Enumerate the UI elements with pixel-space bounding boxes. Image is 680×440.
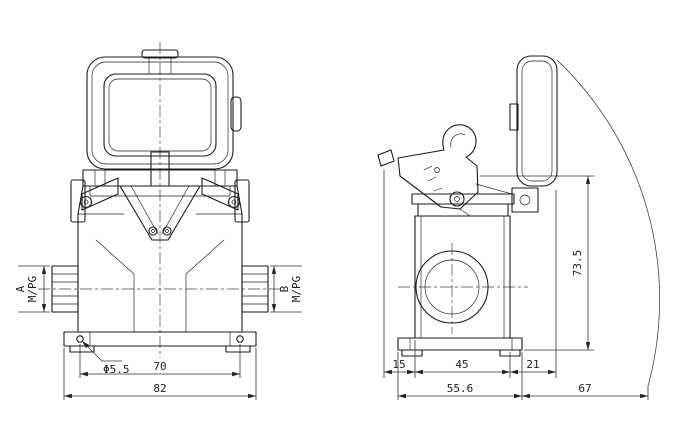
open-cover-outline bbox=[516, 55, 558, 187]
right-gland-threads bbox=[241, 273, 269, 305]
right-lever-screw-center bbox=[231, 199, 237, 205]
center-wedge bbox=[119, 185, 201, 241]
wedge-screw-left-center bbox=[151, 229, 155, 233]
lever-engraving-marks bbox=[423, 165, 443, 192]
center-wedge-lines bbox=[130, 185, 190, 235]
port-a-label: A bbox=[14, 285, 27, 292]
bottom-row2-extensions bbox=[397, 352, 649, 400]
right-gland bbox=[241, 265, 269, 313]
flange-width-label: 82 bbox=[153, 382, 166, 395]
body-width-label: 45 bbox=[455, 358, 468, 371]
lever-offset-label: 15 bbox=[392, 358, 405, 371]
left-lever-screw-center bbox=[83, 199, 89, 205]
wedge-screw-left bbox=[148, 226, 158, 236]
lever-hook bbox=[442, 124, 477, 158]
side-gland-outer-circle bbox=[415, 250, 489, 324]
lever-handle-tip bbox=[377, 149, 395, 167]
height-label: 73.5 bbox=[571, 250, 584, 277]
side-view: 73.5 15 45 21 55.6 67 bbox=[377, 55, 660, 400]
front-cover-frame bbox=[86, 49, 242, 170]
side-locking-lever bbox=[377, 124, 513, 217]
side-open-cover bbox=[509, 55, 558, 213]
port-b-dim bbox=[270, 265, 302, 313]
front-housing-body bbox=[51, 185, 269, 353]
side-flange-inner-lines bbox=[409, 337, 513, 351]
flange-inner-lines bbox=[89, 331, 231, 347]
side-dimensions: 73.5 15 45 21 55.6 67 bbox=[383, 170, 649, 400]
lever-pivot bbox=[449, 191, 465, 207]
lever-link-lines bbox=[459, 183, 513, 217]
front-view: A M/PG B M/PG Φ5.5 70 82 bbox=[14, 42, 303, 400]
open-cover-inner-line bbox=[521, 60, 553, 182]
base-flange bbox=[63, 331, 257, 347]
cover-side-knuckle bbox=[230, 96, 242, 132]
cover-top-clip bbox=[148, 57, 172, 75]
side-base-flange bbox=[397, 337, 523, 351]
cover-swing-arc bbox=[556, 59, 660, 387]
wedge-screw-right bbox=[162, 226, 172, 236]
hole-dia-leader bbox=[81, 340, 122, 362]
cover-hinge-knuckle bbox=[511, 187, 539, 213]
left-gland-threads bbox=[51, 273, 79, 305]
side-housing-body bbox=[397, 193, 523, 357]
side-gland-inner-circle bbox=[424, 259, 480, 315]
lever-hook-inner bbox=[450, 133, 466, 148]
cover-outer-inner-line bbox=[91, 61, 229, 165]
lever-plate bbox=[397, 149, 479, 210]
wedge-screw-right-center bbox=[165, 229, 169, 233]
mount-hole-left bbox=[76, 335, 84, 343]
port-b-label: B bbox=[278, 285, 291, 292]
front-dimensions: A M/PG B M/PG Φ5.5 70 82 bbox=[14, 265, 303, 400]
side-body-wall-lines bbox=[420, 215, 505, 339]
hinge-offset-label: 21 bbox=[526, 358, 539, 371]
side-foot-left bbox=[401, 349, 423, 357]
front-latch-assembly bbox=[70, 151, 250, 241]
body-shoulder-lines bbox=[77, 213, 243, 333]
left-lever bbox=[81, 177, 119, 211]
port-a-thread-label: M/PG bbox=[26, 276, 39, 303]
side-body-outline bbox=[414, 215, 511, 339]
left-gland bbox=[51, 265, 79, 313]
open-cover-latch-bump bbox=[509, 103, 519, 131]
right-lever bbox=[201, 177, 239, 211]
cover-opening-inner-line bbox=[108, 78, 212, 152]
base-foot-right bbox=[225, 345, 251, 353]
mount-hole-right bbox=[236, 335, 244, 343]
port-b-thread-label: M/PG bbox=[290, 276, 303, 303]
cover-swing-label: 67 bbox=[578, 382, 591, 395]
flange-width-dim bbox=[63, 348, 257, 400]
height-dim bbox=[480, 175, 594, 351]
cover-hinge-pin bbox=[519, 194, 531, 206]
hole-spacing-label: 70 bbox=[153, 360, 166, 373]
hole-spacing-dim bbox=[79, 344, 241, 378]
lever-pivot-center bbox=[454, 196, 460, 202]
cover-outer-edge bbox=[86, 56, 234, 170]
flange-depth-label: 55.6 bbox=[447, 382, 474, 395]
port-a-dim bbox=[18, 265, 50, 313]
